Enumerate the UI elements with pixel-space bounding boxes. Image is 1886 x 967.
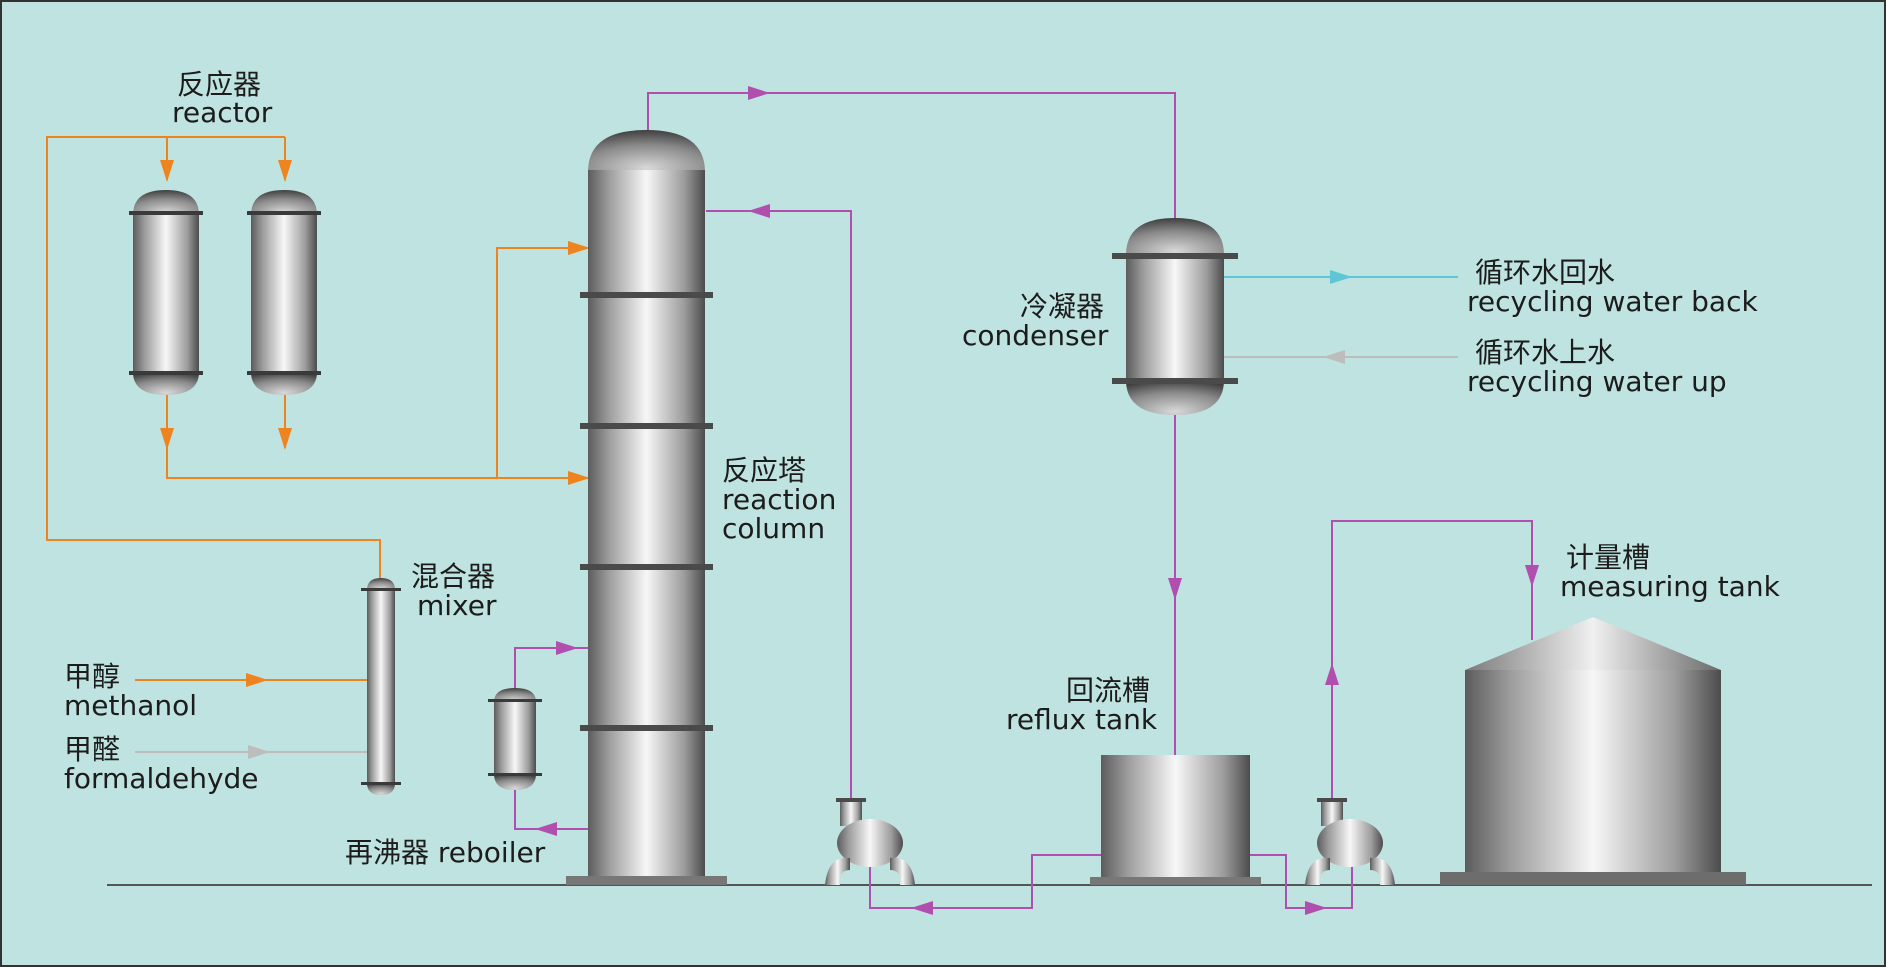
reactor-2 bbox=[247, 190, 321, 395]
purple-process-lines bbox=[514, 86, 1539, 915]
pump-1 bbox=[825, 798, 915, 885]
reflux-tank-label-cn: 回流槽 bbox=[1066, 674, 1150, 707]
methanol-label-cn: 甲醇 bbox=[64, 660, 120, 693]
reactor-1 bbox=[129, 190, 203, 395]
reflux-tank-label-en: reflux tank bbox=[1006, 703, 1158, 736]
formaldehyde-label-en: formaldehyde bbox=[64, 762, 259, 795]
methanol-label-en: methanol bbox=[64, 689, 197, 722]
mixer bbox=[361, 578, 401, 795]
condenser-label-cn: 冷凝器 bbox=[1020, 290, 1104, 323]
reflux-tank bbox=[1090, 755, 1261, 885]
mixer-label-cn: 混合器 bbox=[411, 560, 495, 593]
water-back-label-cn: 循环水回水 bbox=[1475, 256, 1615, 289]
reaction-column bbox=[566, 130, 727, 885]
condenser bbox=[1112, 218, 1238, 415]
mixer-label-en: mixer bbox=[417, 589, 497, 622]
water-up-label-cn: 循环水上水 bbox=[1475, 336, 1615, 369]
pump-2 bbox=[1305, 798, 1395, 885]
measuring-tank-label-cn: 计量槽 bbox=[1566, 541, 1650, 574]
water-up-label-en: recycling water up bbox=[1467, 365, 1727, 398]
measuring-tank bbox=[1440, 617, 1746, 885]
water-back-label-en: recycling water back bbox=[1467, 285, 1758, 318]
formaldehyde-label-cn: 甲醛 bbox=[64, 733, 120, 766]
condenser-label-en: condenser bbox=[962, 319, 1109, 352]
orange-feed-lines bbox=[46, 136, 590, 687]
column-label-en-2: column bbox=[722, 512, 825, 545]
column-label-cn: 反应塔 bbox=[722, 454, 806, 487]
reboiler-label: 再沸器 reboiler bbox=[345, 836, 546, 869]
reboiler bbox=[488, 688, 542, 790]
reactor-label-en: reactor bbox=[172, 96, 273, 129]
grey-feed-lines bbox=[135, 350, 1458, 759]
labels: 反应器 reactor 反应塔 reaction column 混合器 mixe… bbox=[64, 68, 1781, 869]
column-label-en-1: reaction bbox=[722, 483, 836, 516]
reactor-label-cn: 反应器 bbox=[177, 68, 261, 101]
measuring-tank-label-en: measuring tank bbox=[1560, 570, 1781, 603]
